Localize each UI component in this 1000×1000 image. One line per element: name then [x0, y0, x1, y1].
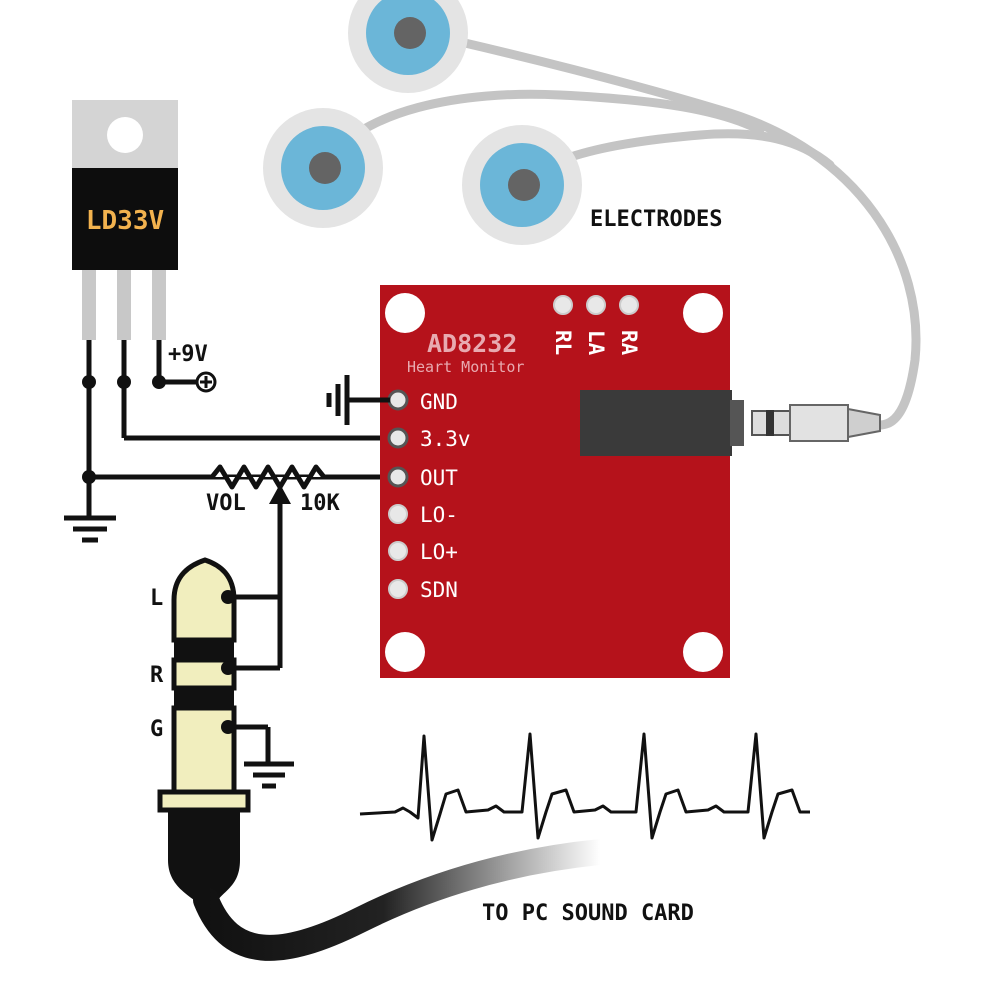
pin-label-la: LA: [584, 330, 608, 356]
ad8232-board: AD8232 Heart Monitor RL LA RA GND 3.3v O…: [380, 285, 744, 678]
pin-label-gnd: GND: [420, 390, 458, 414]
electrode-left: [263, 108, 383, 228]
pot-right-label: 10K: [300, 491, 340, 516]
electrode-plug: [751, 404, 881, 442]
pin-label-lo-plus: LO+: [420, 540, 458, 564]
electrodes-label: ELECTRODES: [590, 207, 722, 232]
ecg-waveform-icon: [359, 732, 810, 842]
pin-label-ra: RA: [617, 330, 641, 356]
module-subtitle: Heart Monitor: [407, 358, 524, 376]
pin-label-rl: RL: [551, 330, 575, 355]
electrode-right: [462, 125, 582, 245]
pin-label-3v3: 3.3v: [420, 427, 471, 451]
pin-label-sdn: SDN: [420, 578, 458, 602]
pin-label-out: OUT: [420, 466, 458, 490]
ground-icon-module: [326, 375, 390, 425]
ground-icon-plug: [244, 761, 294, 789]
pot-left-label: VOL: [206, 491, 246, 516]
voltage-regulator: LD33V: [72, 100, 178, 340]
output-cable: [193, 839, 613, 961]
electrode-top: [348, 0, 468, 93]
ground-icon-left: [64, 515, 116, 543]
trs-audio-plug: [157, 557, 251, 900]
supply-voltage-label: +9V: [168, 342, 208, 367]
potentiometer: [210, 464, 326, 668]
plug-wires: [228, 594, 280, 764]
module-title: AD8232: [427, 329, 517, 358]
plus-terminal-icon: [195, 371, 217, 393]
plug-label-r: R: [150, 663, 164, 688]
output-label: TO PC SOUND CARD: [482, 901, 694, 926]
plug-label-g: G: [150, 717, 163, 742]
pin-label-lo-minus: LO-: [420, 503, 458, 527]
plug-label-l: L: [150, 586, 163, 611]
regulator-label: LD33V: [86, 206, 164, 236]
